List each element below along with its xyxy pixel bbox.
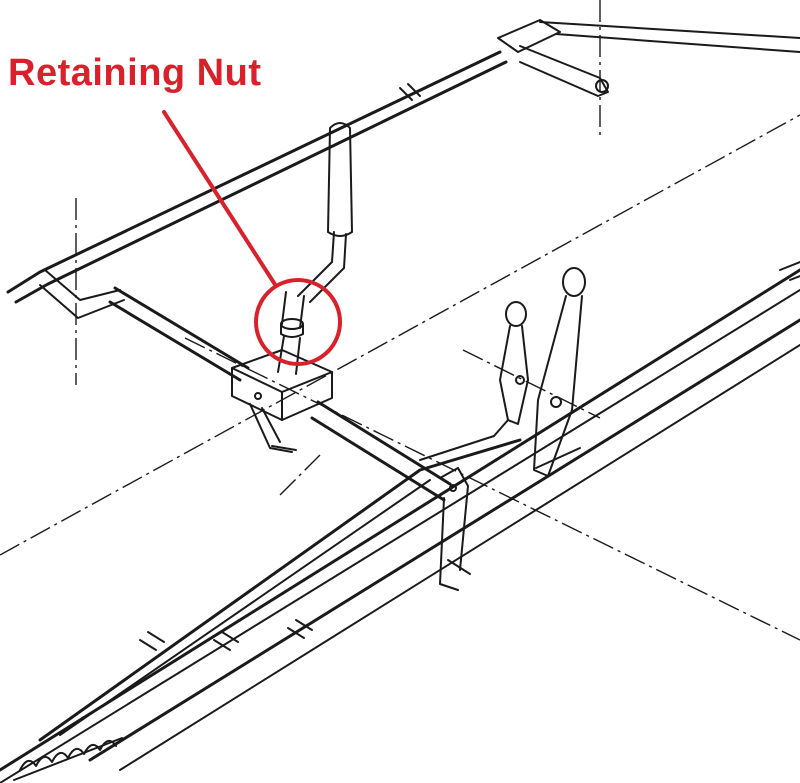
upper-bellcrank [497,19,800,97]
callout-leader-line [162,110,278,288]
lower-linkage-rods [0,261,800,783]
small-pedal [419,301,529,461]
callout-circle [254,278,342,366]
return-spring [13,737,123,781]
callout-label: Retaining Nut [8,52,262,94]
center-lines [0,0,800,641]
throttle-lever [297,122,353,303]
left-cross-rod [108,286,250,382]
mounting-block [231,349,333,453]
main-shaft [310,400,452,502]
callout-marker [162,110,342,366]
large-pedal [533,267,586,477]
